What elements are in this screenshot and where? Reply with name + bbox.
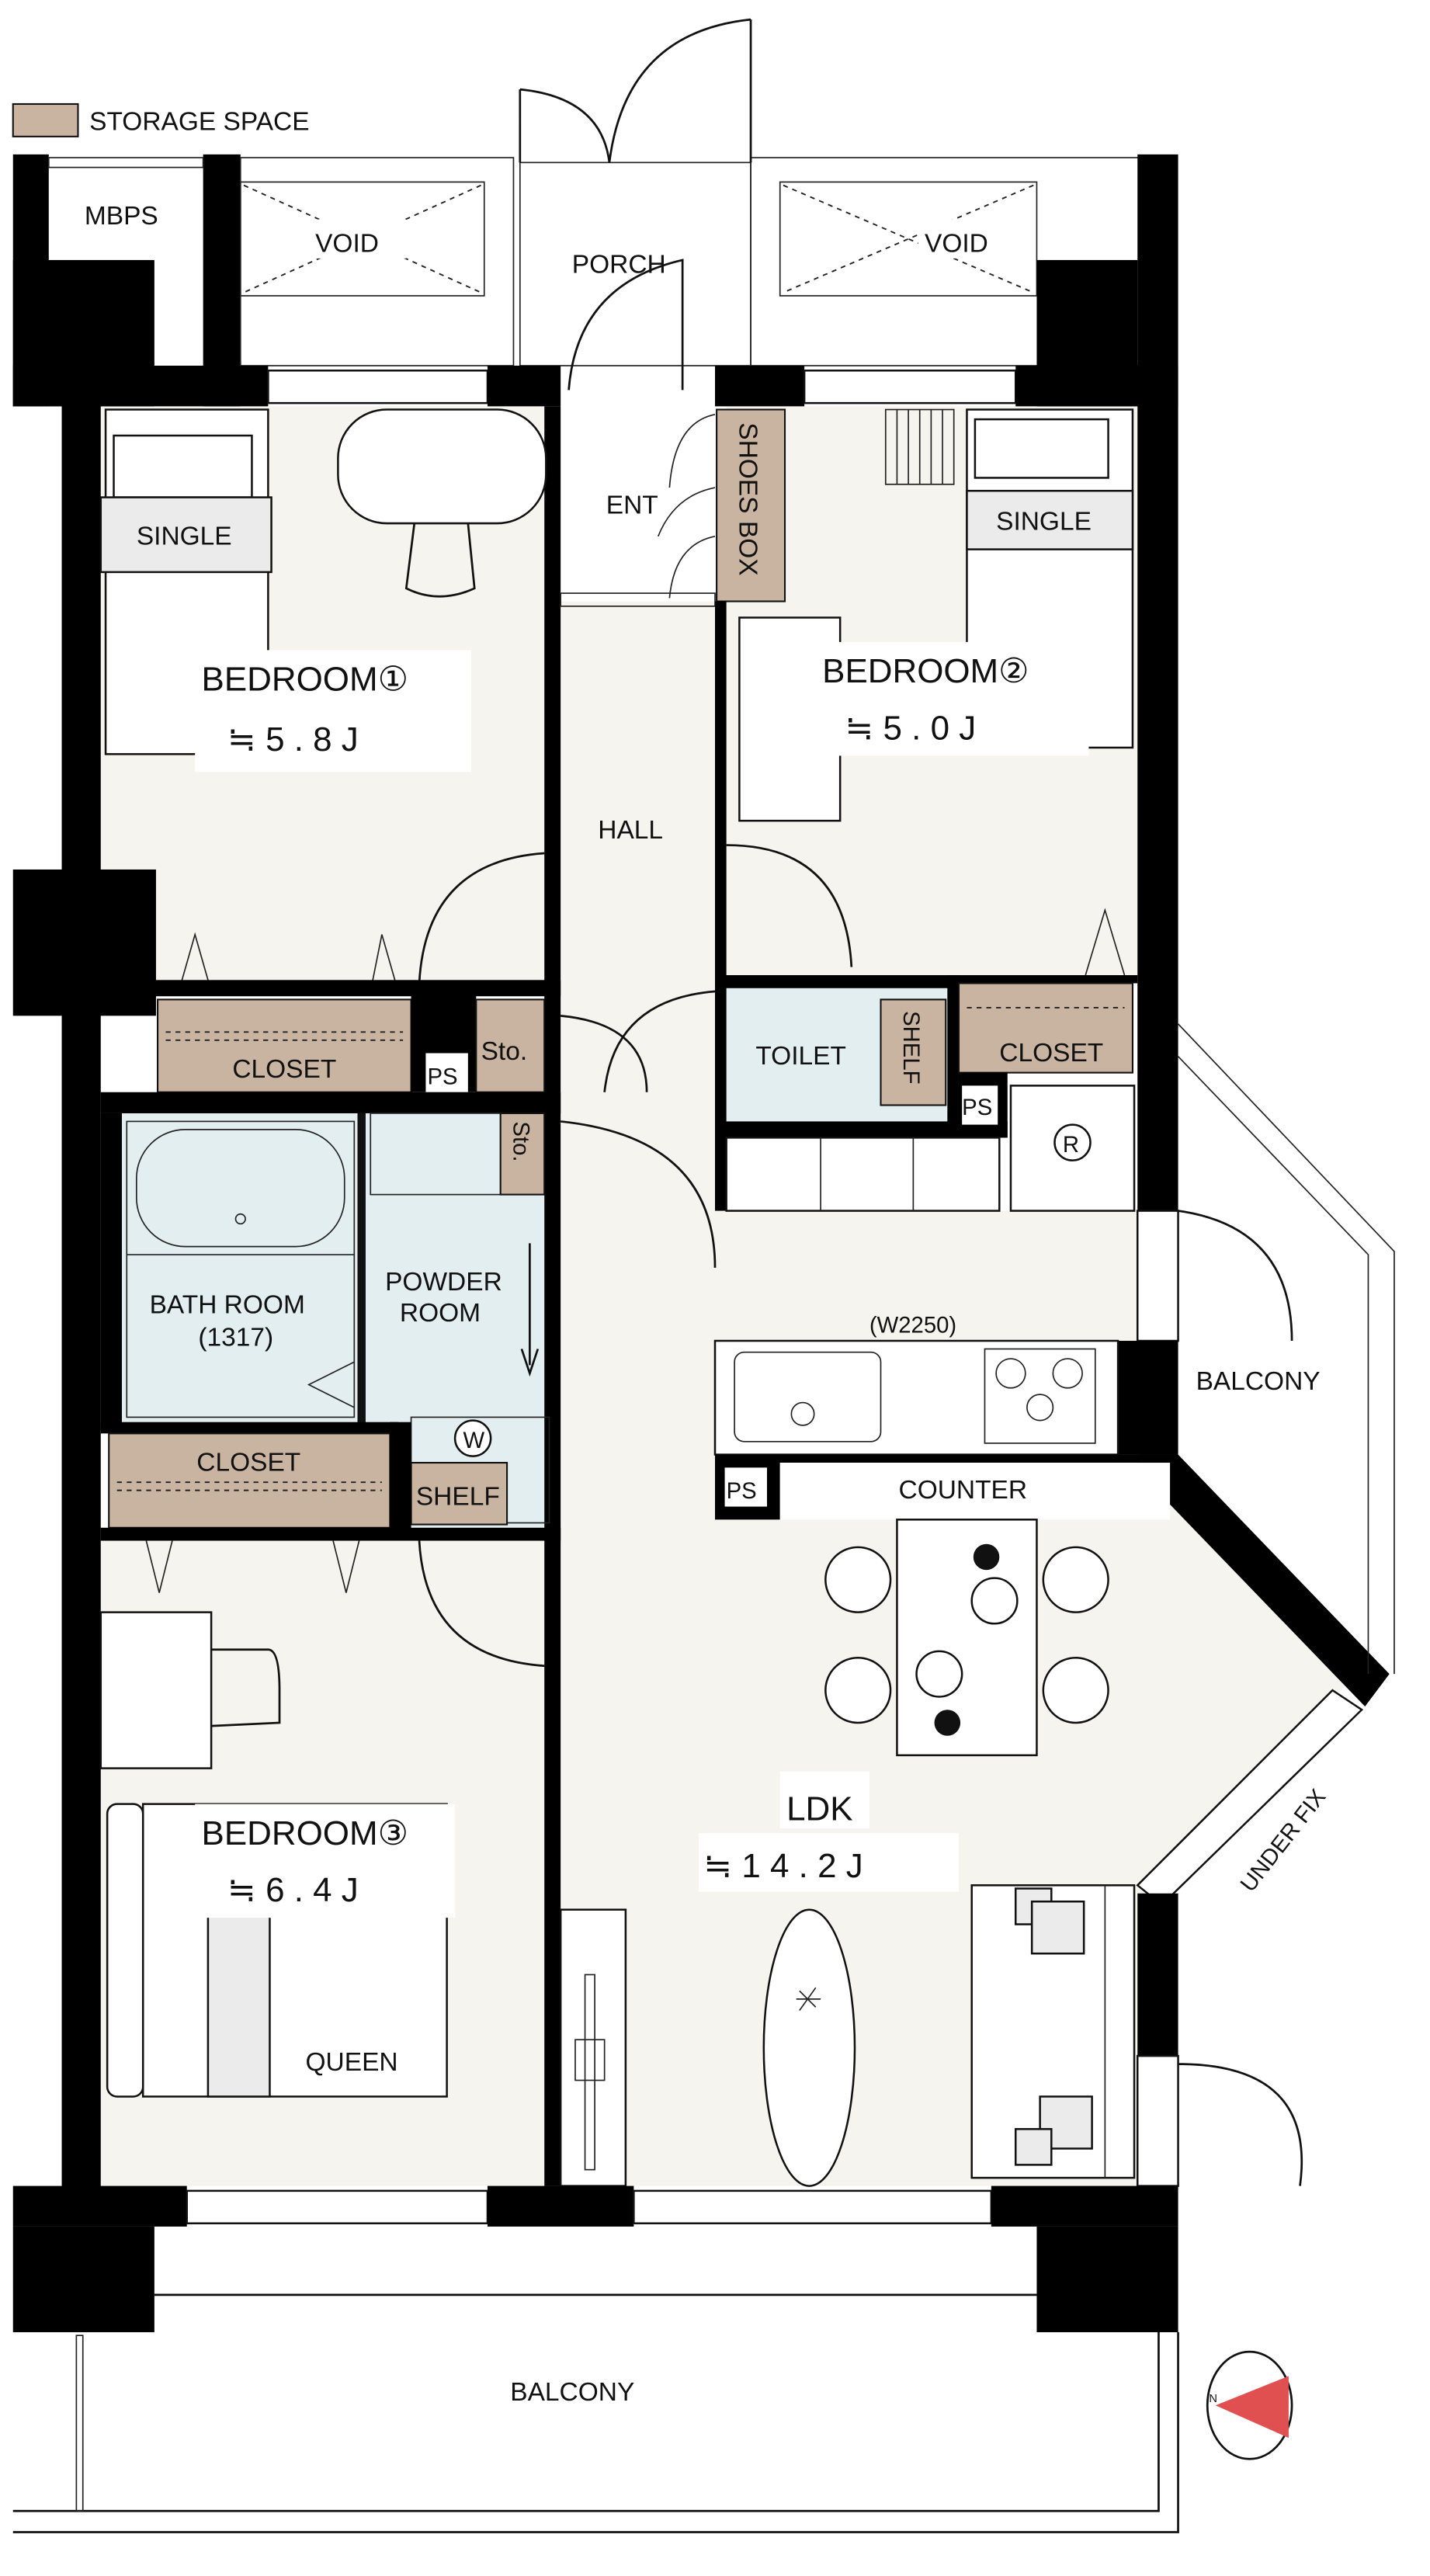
void-left-label: VOID xyxy=(315,229,379,258)
balcony-door[interactable] xyxy=(1178,1210,1293,1342)
living: LDK ≒ 1 4 . 2 J xyxy=(559,1771,1136,2187)
bed-label: SINGLE xyxy=(996,507,1092,536)
bedroom1-door[interactable] xyxy=(418,852,545,984)
storage-swatch xyxy=(12,102,79,137)
ps-label: PS xyxy=(727,1478,757,1504)
hall-door-right[interactable] xyxy=(603,990,716,1092)
bath-size-label: (1317) xyxy=(198,1323,273,1352)
toilet-block: TOILET SHELF CLOSET PS R xyxy=(715,975,1138,1212)
ent-label: ENT xyxy=(606,491,658,520)
porch-door[interactable] xyxy=(519,18,752,163)
bedroom-2: SINGLE BEDROOM② ≒ 5 . 0 J xyxy=(715,408,1134,976)
room-name: LDK xyxy=(786,1790,852,1828)
room-size: ≒ 6 . 4 J xyxy=(227,1871,359,1909)
hall-label: HALL xyxy=(598,816,663,845)
shelf-label: SHELF xyxy=(898,1011,924,1084)
north-label: N xyxy=(1209,2393,1217,2405)
kitchen-width-label: (W2250) xyxy=(869,1313,956,1338)
storage-sto-2 xyxy=(499,1112,546,1196)
toilet-label: TOILET xyxy=(755,1042,846,1071)
kitchen: (W2250) PS COUNTER xyxy=(713,1313,1178,1520)
storage-sto xyxy=(475,998,546,1093)
bath-label: BATH ROOM xyxy=(150,1290,305,1319)
entrance: ENT SHOES BOX HALL xyxy=(544,406,786,2186)
shoes-box xyxy=(716,408,786,602)
bath-powder: BATH ROOM (1317) Sto. POWDER ROOM W SHEL… xyxy=(100,1112,561,1541)
closet xyxy=(108,1432,391,1529)
bedroom2-door[interactable] xyxy=(726,844,853,967)
room-name: BEDROOM③ xyxy=(202,1814,408,1852)
compass-needle xyxy=(1215,2376,1289,2439)
closet-label: CLOSET xyxy=(232,1055,336,1084)
compass-circle xyxy=(1206,2350,1293,2460)
washer-label: W xyxy=(463,1428,485,1453)
window-bedroom3 xyxy=(186,2189,489,2224)
window-bedroom2 xyxy=(803,370,1017,404)
right-side: BALCONY UNDER FIX xyxy=(1118,1023,1395,2187)
room-size: ≒ 1 4 . 2 J xyxy=(703,1847,863,1885)
bottom-wall: BALCONY xyxy=(12,2185,1179,2533)
balcony-label: BALCONY xyxy=(510,2378,634,2407)
dining-set xyxy=(824,1519,1109,1757)
shelf-label: SHELF xyxy=(416,1482,500,1511)
sto-label-2: Sto. xyxy=(508,1121,533,1161)
closet xyxy=(957,982,1133,1074)
room-name: BEDROOM② xyxy=(822,652,1029,690)
compass: N xyxy=(1206,2350,1293,2460)
legend: STORAGE SPACE xyxy=(12,102,310,137)
ps-box xyxy=(425,1053,468,1092)
room-size: ≒ 5 . 0 J xyxy=(845,709,976,747)
bed-label: QUEEN xyxy=(306,2048,398,2077)
powder-label: POWDER xyxy=(385,1268,502,1297)
closet-label: CLOSET xyxy=(196,1449,300,1477)
sink xyxy=(734,1351,882,1442)
top-exterior: MBPS VOID VOID PORCH xyxy=(12,18,1142,407)
toilet-shelf xyxy=(880,998,947,1106)
ldk-door[interactable] xyxy=(561,1120,717,1268)
counter-label: COUNTER xyxy=(899,1476,1028,1505)
bedroom-3: BEDROOM③ ≒ 6 . 4 J QUEEN xyxy=(99,1540,545,2098)
bathtub xyxy=(135,1129,345,1248)
bedroom-1: SINGLE BEDROOM① ≒ 5 . 8 J CLOSET PS Sto. xyxy=(99,408,561,1093)
ldk-balcony-door[interactable] xyxy=(1178,2063,1303,2186)
mbps-label: MBPS xyxy=(85,202,158,231)
powder-shelf xyxy=(410,1461,508,1526)
washer-icon xyxy=(453,1419,492,1457)
desk xyxy=(99,1611,213,1769)
void-right-label: VOID xyxy=(925,229,988,258)
window-bedroom1 xyxy=(267,370,489,404)
balcony-label: BALCONY xyxy=(1196,1367,1321,1396)
top-wall xyxy=(12,154,1178,1211)
shoes-box-label: SHOES BOX xyxy=(733,422,762,575)
room-size: ≒ 5 . 8 J xyxy=(227,720,359,759)
kitchen-cabinet xyxy=(725,1137,1001,1212)
bedroom3-door[interactable] xyxy=(418,1540,545,1668)
ps-label: PS xyxy=(962,1095,992,1120)
fridge-label: R xyxy=(1063,1132,1079,1158)
porch-label: PORCH xyxy=(572,251,666,279)
desk xyxy=(337,408,547,525)
bed-label: SINGLE xyxy=(137,522,232,550)
entrance-door[interactable] xyxy=(567,259,684,391)
stove xyxy=(984,1348,1096,1444)
window-ldk xyxy=(633,2189,993,2224)
tv-board xyxy=(559,1908,627,2187)
kitchen-counter xyxy=(713,1339,1119,1456)
legend-label: STORAGE SPACE xyxy=(89,107,309,136)
powder-label-2: ROOM xyxy=(400,1299,481,1328)
closet-label: CLOSET xyxy=(999,1039,1103,1068)
coffee-table xyxy=(762,1908,856,2187)
hall-door-left[interactable] xyxy=(561,1015,648,1092)
sto-label: Sto. xyxy=(481,1037,528,1066)
dining-table xyxy=(896,1519,1038,1757)
room-name: BEDROOM① xyxy=(202,661,408,699)
ps-label: PS xyxy=(428,1064,458,1089)
